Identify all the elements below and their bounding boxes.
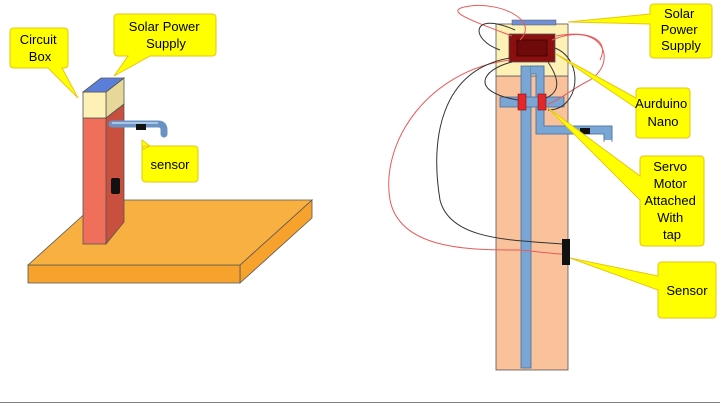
callout-circuit-box: Circuit Box <box>9 27 79 99</box>
callout-circuit-box-line1: Circuit <box>20 32 57 47</box>
callout-solar-right-line2: Power <box>661 22 699 37</box>
water-pipe-branch <box>531 65 613 140</box>
column-sensor <box>562 239 570 265</box>
tap-sensor <box>136 124 146 130</box>
svg-text:Circuit Box: Circuit Box <box>20 32 60 64</box>
servo-motor-left <box>517 93 527 111</box>
callout-solar-left-line2: Supply <box>146 36 186 51</box>
pillar-front <box>82 117 107 245</box>
svg-text:Servo Motor At: Servo Motor Attached With tap <box>645 159 700 242</box>
support-column <box>495 75 569 371</box>
black-wires <box>436 22 576 245</box>
arduino-nano-chip <box>516 39 548 57</box>
callout-solar-right: Solar Power Supply <box>567 3 713 59</box>
solar-panel-top <box>511 19 557 26</box>
left-figure: Circuit Box Solar Power Supply sensor <box>9 13 314 284</box>
svg-text:sensor: sensor <box>150 157 190 172</box>
callout-sensor-right-line1: Sensor <box>666 283 708 298</box>
pillar-sensor <box>111 178 120 194</box>
callout-servo-line1: Servo <box>653 159 687 174</box>
callout-arduino-line1: Aurduino <box>635 96 687 111</box>
callout-circuit-box-line2: Box <box>29 49 52 64</box>
callout-sensor-right: Sensor <box>569 257 717 319</box>
bottom-border <box>0 402 720 403</box>
svg-text:Aurduino Nano: Aurduino Nano <box>635 96 691 129</box>
tap-spout-sensor <box>580 128 590 134</box>
callout-solar-left: Solar Power Supply <box>113 13 217 77</box>
callout-servo-line5: tap <box>663 227 681 242</box>
callout-servo-line3: Attached <box>645 193 696 208</box>
water-pipe-vertical <box>520 65 532 369</box>
base-plate-front <box>27 264 241 284</box>
callout-servo: Servo Motor Attached With tap <box>547 107 705 247</box>
svg-text:Solar Power Supply: Solar Power Supply <box>129 19 203 51</box>
circuit-box <box>82 91 107 119</box>
servo-shaft <box>499 96 565 108</box>
callout-solar-left-line1: Solar Power <box>129 19 200 34</box>
callout-solar-right-line1: Solar <box>664 6 695 21</box>
solar-panel-small <box>81 77 126 93</box>
red-wires <box>388 4 605 255</box>
callout-arduino-line2: Nano <box>647 114 678 129</box>
callout-servo-line2: Motor <box>654 176 688 191</box>
callout-solar-right-line3: Supply <box>661 38 701 53</box>
callout-sensor-left: sensor <box>141 139 199 183</box>
right-figure: Solar Power Supply Aurduino Nano Servo M… <box>388 3 717 371</box>
tap-pipe <box>108 120 168 138</box>
callout-sensor-left-line1: sensor <box>150 157 190 172</box>
servo-motor-right <box>537 93 547 111</box>
water-pipe-branch-outline <box>531 65 613 142</box>
callout-arduino: Aurduino Nano <box>555 53 691 139</box>
callout-servo-line4: With <box>657 210 683 225</box>
svg-text:Sensor: Sensor <box>666 283 708 298</box>
svg-text:Solar Power Su: Solar Power Supply <box>661 6 702 53</box>
